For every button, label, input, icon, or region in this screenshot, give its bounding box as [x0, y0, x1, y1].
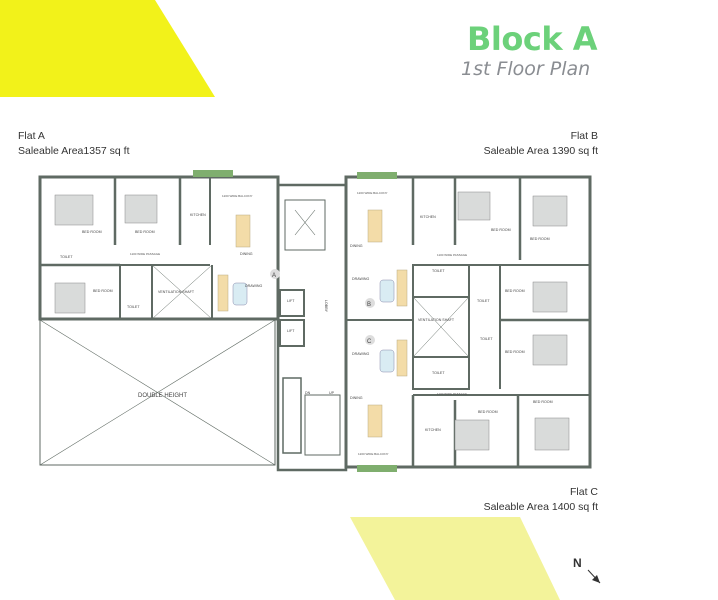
decor-yellow-top	[0, 0, 215, 97]
room-label-lobby: LOBBY	[324, 300, 328, 313]
room-label-balcony: 1200 WIDE BALCONY	[357, 191, 388, 195]
room-label-drawing: DRAWING	[245, 284, 262, 288]
room-label-kitchen: KITCHEN	[190, 213, 206, 217]
stair-label-dn: DN	[305, 391, 311, 395]
room-label-dining: DINING	[240, 252, 253, 256]
svg-text:C: C	[367, 339, 372, 345]
room-label-bedroom: BED ROOM	[135, 230, 155, 234]
room-label-lift: LIFT	[287, 299, 295, 303]
room-label-bedroom: BED ROOM	[93, 289, 113, 293]
room-label-vent-shaft: VENTILATION SHAFT	[418, 318, 455, 322]
flat-marker-c: C	[365, 335, 375, 345]
room-label-vent-shaft: VENTILATION SHAFT	[158, 290, 195, 294]
plan	[38, 170, 592, 472]
room-label-toilet: TOILET	[432, 269, 445, 273]
room-label-bedroom: BED ROOM	[505, 350, 525, 354]
flat-a-info: Flat A Saleable Area1357 sq ft	[18, 129, 130, 159]
svg-text:B: B	[367, 302, 371, 308]
decor-yellow-bottom	[350, 517, 560, 600]
flat-b-info: Flat B Saleable Area 1390 sq ft	[484, 129, 598, 159]
flat-c-name: Flat C	[569, 486, 598, 498]
room-label-bedroom: BED ROOM	[530, 237, 550, 241]
room-label-toilet: TOILET	[477, 299, 490, 303]
stair-label-up: UP	[329, 391, 335, 395]
room-label-toilet: TOILET	[60, 255, 73, 259]
room-label-double-height: DOUBLE HEIGHT	[138, 393, 187, 399]
room-label-balcony: 1200 WIDE BALCONY	[358, 452, 389, 456]
flat-a-area: Saleable Area1357 sq ft	[18, 145, 130, 157]
room-label-toilet: TOILET	[432, 371, 445, 375]
flat-marker-a: A	[270, 269, 280, 279]
room-label-kitchen: KITCHEN	[420, 215, 436, 219]
room-label-drawing: DRAWING	[352, 352, 369, 356]
room-label-lift: LIFT	[287, 329, 295, 333]
flat-a-name: Flat A	[18, 130, 45, 142]
block-title: Block A	[467, 20, 598, 58]
room-label-bedroom: BED ROOM	[82, 230, 102, 234]
flat-b-name: Flat B	[570, 130, 598, 142]
room-label-drawing: DRAWING	[352, 277, 369, 281]
room-label-passage: 1100 WIDE PASSAGE	[130, 252, 160, 256]
room-label-passage: 1100 WIDE PASSAGE	[437, 392, 467, 396]
room-label-dining: DINING	[350, 244, 363, 248]
room-label-bedroom: BED ROOM	[533, 400, 553, 404]
room-label-bedroom: BED ROOM	[478, 410, 498, 414]
svg-text:A: A	[272, 273, 276, 279]
room-label-toilet: TOILET	[480, 337, 493, 341]
north-arrow-icon: N	[573, 556, 601, 584]
room-label-bedroom: BED ROOM	[491, 228, 511, 232]
room-label-dining: DINING	[350, 396, 363, 400]
flat-marker-b: B	[365, 298, 375, 308]
room-label-kitchen: KITCHEN	[425, 428, 441, 432]
dining-tables	[217, 209, 408, 438]
room-label-balcony: 1200 WIDE BALCONY	[222, 194, 253, 198]
floor-subtitle: 1st Floor Plan	[461, 58, 591, 80]
furniture	[54, 191, 570, 451]
flat-c-area: Saleable Area 1400 sq ft	[483, 501, 598, 513]
room-label-toilet: TOILET	[127, 305, 140, 309]
room-label-bedroom: BED ROOM	[505, 289, 525, 293]
room-label-passage: 1100 WIDE PASSAGE	[437, 253, 467, 257]
flat-c-info: Flat C Saleable Area 1400 sq ft	[484, 485, 598, 515]
flat-b-area: Saleable Area 1390 sq ft	[483, 145, 598, 157]
north-label: N	[573, 556, 582, 570]
